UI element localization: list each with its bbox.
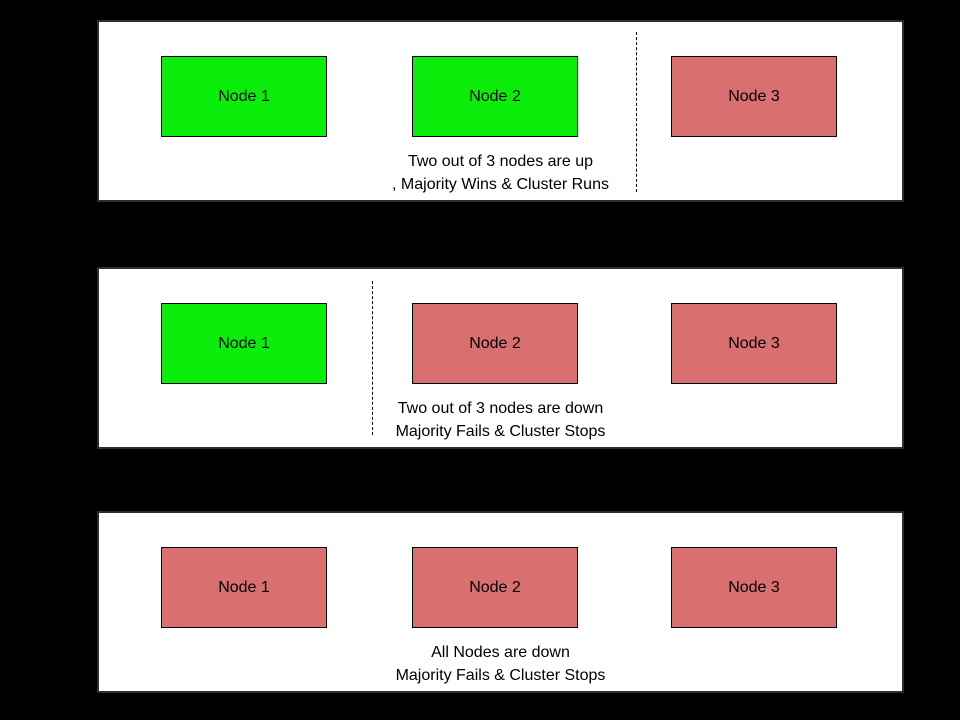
node-box: Node 1: [161, 547, 327, 628]
caption-line-2: Majority Fails & Cluster Stops: [395, 667, 606, 684]
node-box: Node 1: [161, 303, 327, 384]
node-box: Node 3: [671, 303, 837, 384]
caption-line-1: Two out of 3 nodes are down: [397, 400, 604, 417]
node-label: Node 1: [218, 578, 270, 596]
panel-caption: Two out of 3 nodes are up , Majority Win…: [99, 150, 902, 196]
panel-majority-down: Node 1 Node 2 Node 3 Two out of 3 nodes …: [97, 267, 904, 449]
node-label: Node 2: [469, 578, 521, 596]
panel-caption: All Nodes are down Majority Fails & Clus…: [99, 641, 902, 687]
node-box: Node 3: [671, 56, 837, 137]
node-label: Node 3: [728, 87, 780, 105]
node-box: Node 3: [671, 547, 837, 628]
node-box: Node 2: [412, 56, 578, 137]
node-label: Node 2: [469, 87, 521, 105]
node-label: Node 2: [469, 334, 521, 352]
caption-line-2: , Majority Wins & Cluster Runs: [392, 176, 609, 193]
partition-divider-line: [636, 32, 637, 192]
partition-divider-line: [372, 281, 373, 435]
node-label: Node 3: [728, 334, 780, 352]
caption-line-1: All Nodes are down: [431, 644, 570, 661]
node-box: Node 2: [412, 303, 578, 384]
panel-majority-up: Node 1 Node 2 Node 3 Two out of 3 nodes …: [97, 20, 904, 202]
caption-line-1: Two out of 3 nodes are up: [407, 153, 593, 170]
node-box: Node 2: [412, 547, 578, 628]
caption-line-2: Majority Fails & Cluster Stops: [395, 423, 606, 440]
node-label: Node 3: [728, 578, 780, 596]
node-label: Node 1: [218, 87, 270, 105]
node-box: Node 1: [161, 56, 327, 137]
node-label: Node 1: [218, 334, 270, 352]
panel-caption: Two out of 3 nodes are down Majority Fai…: [99, 397, 902, 443]
panel-all-down: Node 1 Node 2 Node 3 All Nodes are down …: [97, 511, 904, 693]
